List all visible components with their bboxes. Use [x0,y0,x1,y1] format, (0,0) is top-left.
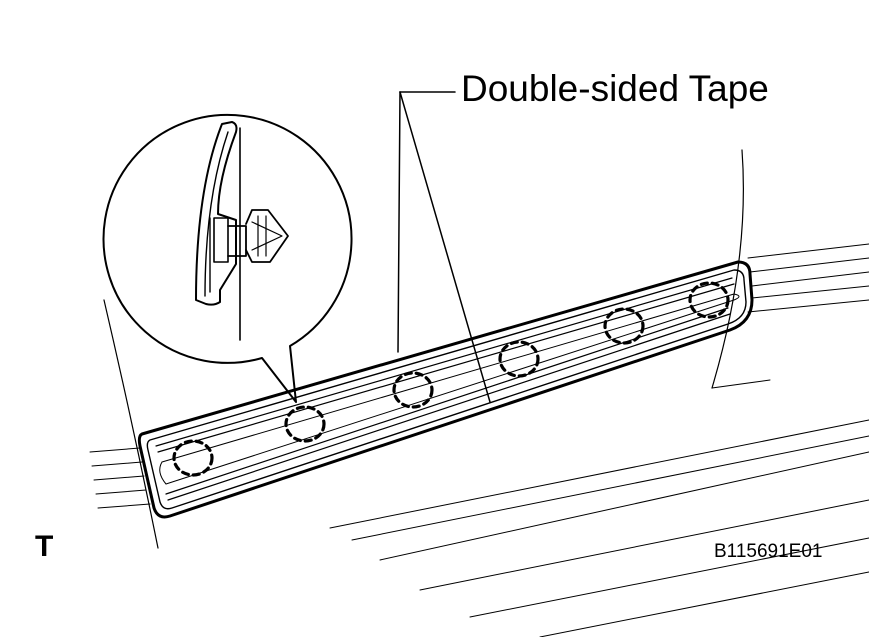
clip-marker [603,307,645,345]
clip-marker [392,371,434,409]
clip-positions [172,281,730,477]
clip-marker [172,439,214,477]
clip-marker [688,281,730,319]
clip-marker [284,405,326,443]
door-panel [89,149,869,637]
double-sided-tape-label: Double-sided Tape [461,68,769,109]
detail-magnifier [102,113,353,403]
figure-code: B115691E01 [714,541,823,562]
door-molding [137,260,754,519]
tape-leader-lines [397,91,491,403]
view-letter: T [35,530,54,563]
clip-marker [498,340,540,378]
